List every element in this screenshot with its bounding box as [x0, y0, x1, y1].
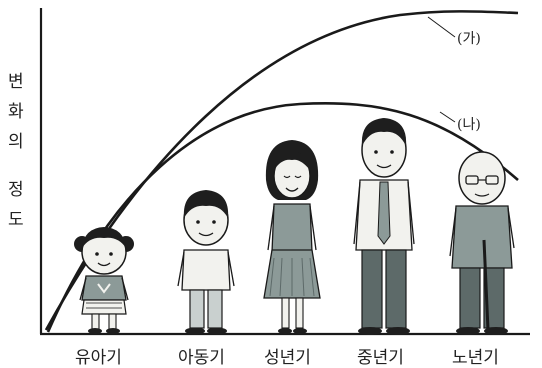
y-axis-label-char: 변 [8, 72, 24, 92]
leader-na [439, 111, 456, 123]
stage-label-middle-age: 중년기 [357, 348, 404, 368]
child-figure [177, 190, 235, 335]
young-adult-figure [263, 140, 321, 334]
y-axis-label-char: 도 [8, 210, 24, 230]
curve-label-ga: (가) [457, 31, 481, 47]
leader-ga [427, 16, 456, 38]
stage-label-childhood: 아동기 [178, 348, 225, 368]
stage-label-infancy: 유아기 [75, 348, 122, 368]
middle-aged-figure [353, 118, 415, 335]
toddler-figure [74, 227, 134, 334]
y-axis-label-char: 정 [8, 180, 24, 200]
elderly-figure [449, 151, 515, 335]
curve-ga [44, 10, 519, 331]
curve-na [46, 102, 519, 333]
stage-label-adulthood: 성년기 [264, 348, 311, 368]
y-axis-label-char: 의 [8, 132, 24, 152]
stage-label-old-age: 노년기 [452, 348, 499, 368]
curve-label-na: (나) [457, 117, 481, 133]
y-axis-label-char: 화 [8, 102, 24, 122]
